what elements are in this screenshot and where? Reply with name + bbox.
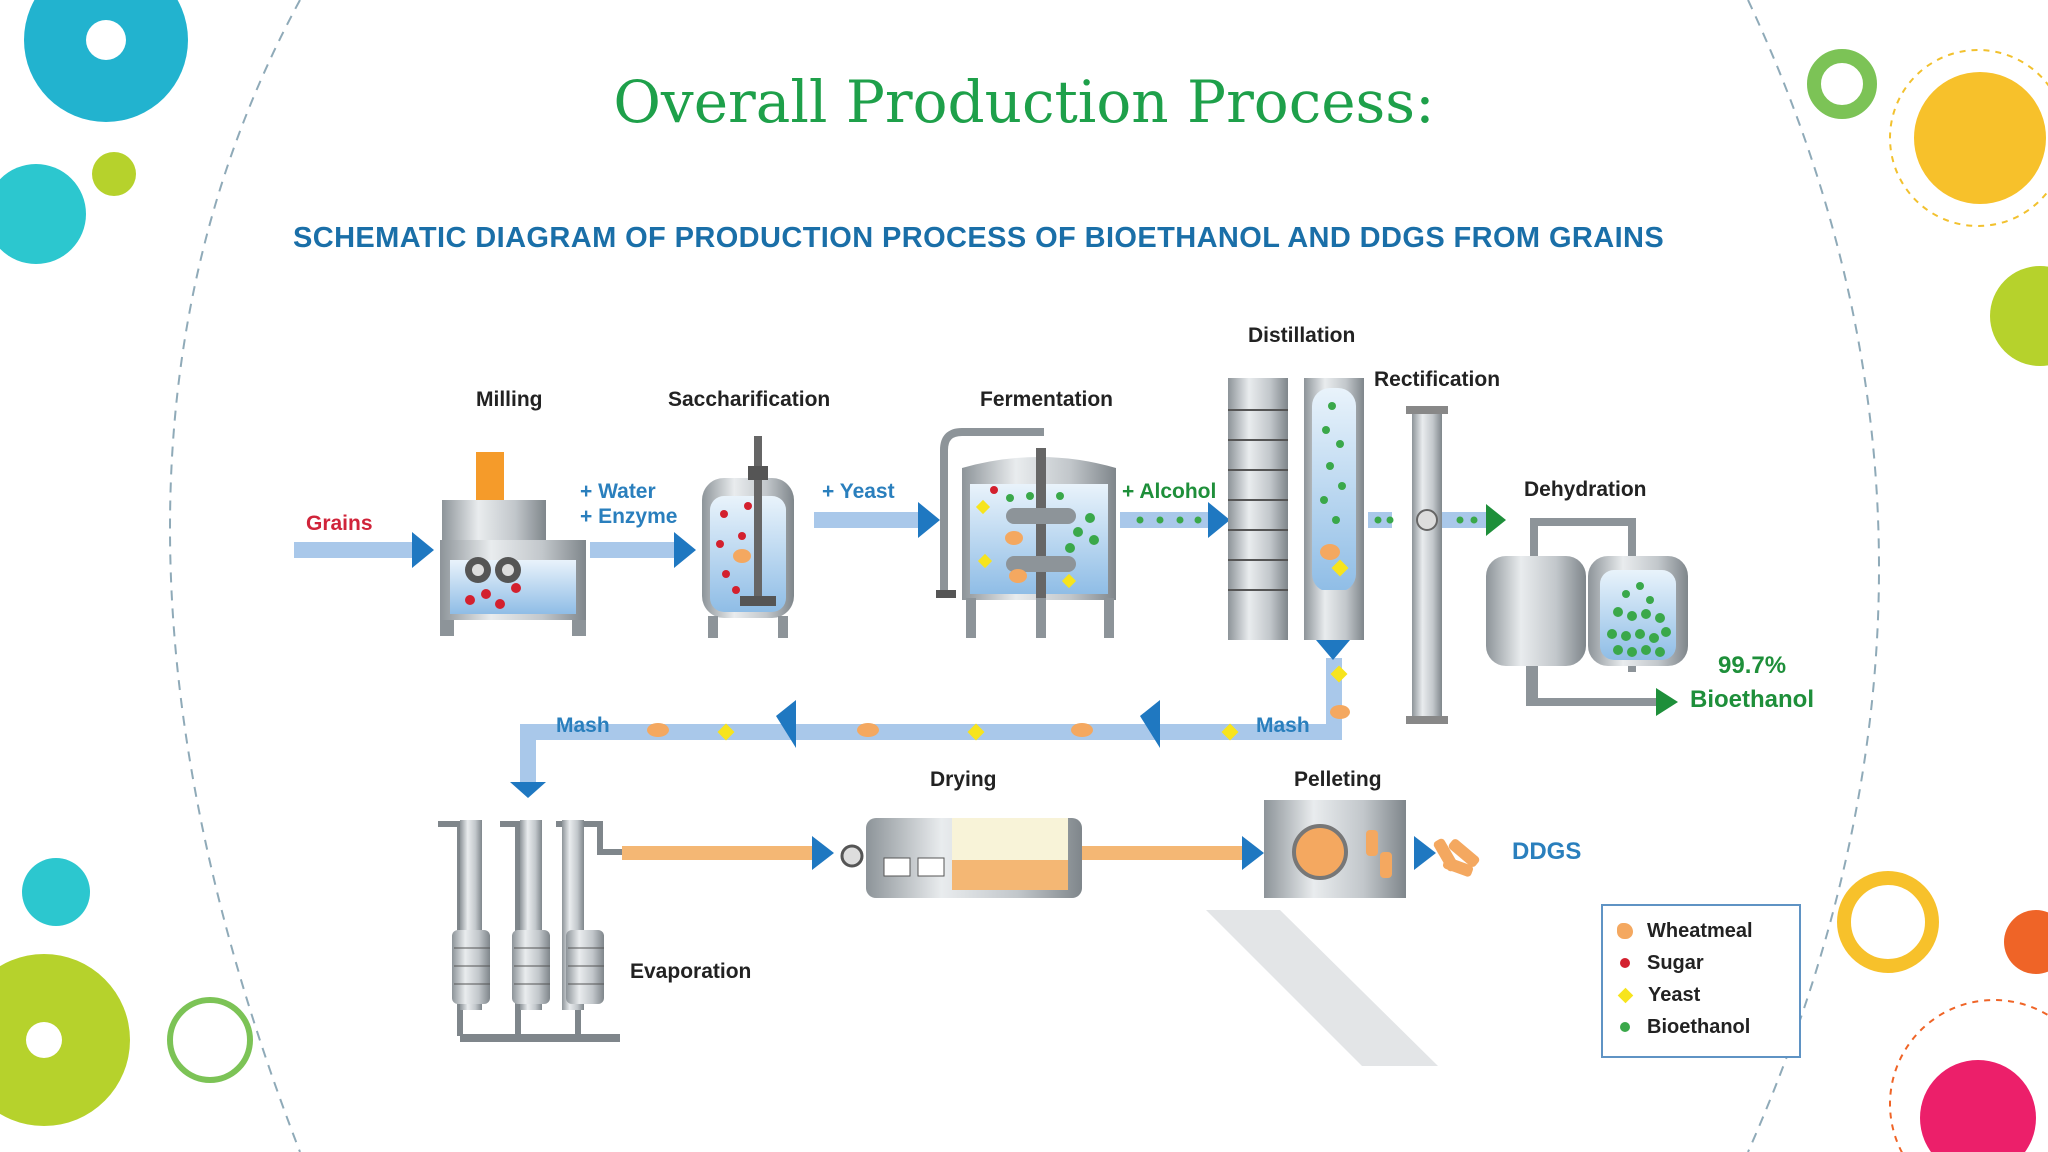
flow-label-mash-left: Mash: [556, 714, 610, 737]
deco-circle: [1920, 1060, 2036, 1152]
flow-label-enzyme: + Enzyme: [580, 505, 678, 528]
wheatmeal-icon: [1617, 923, 1633, 939]
saccharification-tank: [702, 436, 794, 638]
pipe-grains: [294, 542, 414, 558]
output-purity: 99.7%: [1718, 652, 1787, 679]
deco-ring: [1889, 49, 2048, 227]
pipe: [1120, 512, 1210, 528]
deco-circle: [2004, 910, 2048, 974]
arrow-icon: [776, 700, 796, 748]
flow-label-alcohol: + Alcohol: [1122, 480, 1217, 503]
arrow-icon: [1316, 640, 1350, 660]
stage-label-dehydration: Dehydration: [1524, 478, 1647, 501]
arrow-icon: [1414, 836, 1436, 870]
pipe-mash: [520, 724, 1342, 740]
arrow-icon: [1208, 502, 1230, 538]
deco-circle: [1990, 266, 2048, 366]
stage-label-milling: Milling: [476, 388, 543, 411]
pipe: [814, 512, 920, 528]
dehydration-unit: [1486, 518, 1688, 706]
output-bioethanol: Bioethanol: [1690, 686, 1814, 713]
bioethanol-icon: [1620, 1022, 1630, 1032]
legend: Wheatmeal Sugar Yeast Bioethanol: [1601, 904, 1801, 1058]
deco-circle: [26, 1022, 62, 1058]
legend-item: Yeast: [1617, 980, 1700, 1010]
arrow-icon: [510, 782, 546, 798]
stage-label-drying: Drying: [930, 768, 997, 791]
diagram-title: SCHEMATIC DIAGRAM OF PRODUCTION PROCESS …: [293, 222, 1665, 254]
legend-label: Wheatmeal: [1647, 919, 1753, 942]
deco-circle: [1914, 72, 2046, 204]
legend-item: Wheatmeal: [1617, 916, 1753, 946]
deco-circle: [86, 20, 126, 60]
legend-item: Sugar: [1617, 948, 1704, 978]
slide-title: Overall Production Process:: [613, 68, 1435, 136]
deco-circle: [24, 0, 188, 122]
arrow-icon: [1140, 700, 1160, 748]
drying-unit: [840, 818, 1082, 898]
pelleting-unit: [1206, 800, 1480, 1066]
deco-ring: [1807, 49, 1877, 119]
fermentation-tank: [936, 428, 1116, 638]
arrow-icon: [1486, 504, 1506, 536]
stage-label-fermentation: Fermentation: [980, 388, 1114, 411]
arrow-icon: [412, 532, 434, 568]
flow-label-mash-right: Mash: [1256, 714, 1310, 737]
arrow-icon: [812, 836, 834, 870]
deco-circle: [0, 954, 130, 1126]
arrow-icon: [674, 532, 696, 568]
legend-item: Bioethanol: [1617, 1012, 1750, 1042]
stage-label-evaporation: Evaporation: [630, 960, 752, 983]
conveyor: [622, 846, 812, 860]
deco-circle: [0, 164, 86, 264]
yeast-icon: [1617, 987, 1634, 1003]
rectification-column: [1406, 406, 1448, 724]
distillation-columns: [1228, 378, 1364, 640]
evaporation-unit: [438, 820, 622, 1042]
legend-label: Sugar: [1647, 951, 1704, 974]
deco-ring: [167, 997, 253, 1083]
deco-ring: [1889, 999, 2048, 1152]
pipe: [590, 542, 676, 558]
sugar-icon: [1620, 958, 1630, 968]
stage-label-rectification: Rectification: [1374, 368, 1501, 391]
stage-label-distillation: Distillation: [1248, 324, 1356, 347]
legend-label: Yeast: [1648, 983, 1701, 1006]
milling-unit: [440, 452, 586, 636]
flow-label-water: + Water: [580, 480, 656, 503]
arrow-icon: [1242, 836, 1264, 870]
stage-label-pelleting: Pelleting: [1294, 768, 1382, 791]
stage-label-saccharification: Saccharification: [668, 388, 831, 411]
deco-circle: [92, 152, 136, 196]
flow-label-grains: Grains: [306, 512, 373, 535]
output-ddgs: DDGS: [1512, 838, 1582, 865]
legend-label: Bioethanol: [1647, 1015, 1751, 1038]
deco-circle: [22, 858, 90, 926]
dashed-arc-left: [169, 0, 301, 1152]
deco-ring: [1837, 871, 1939, 973]
arrow-icon: [1656, 688, 1678, 716]
conveyor: [1082, 846, 1242, 860]
flow-label-yeast: + Yeast: [822, 480, 895, 503]
arrow-icon: [918, 502, 940, 538]
